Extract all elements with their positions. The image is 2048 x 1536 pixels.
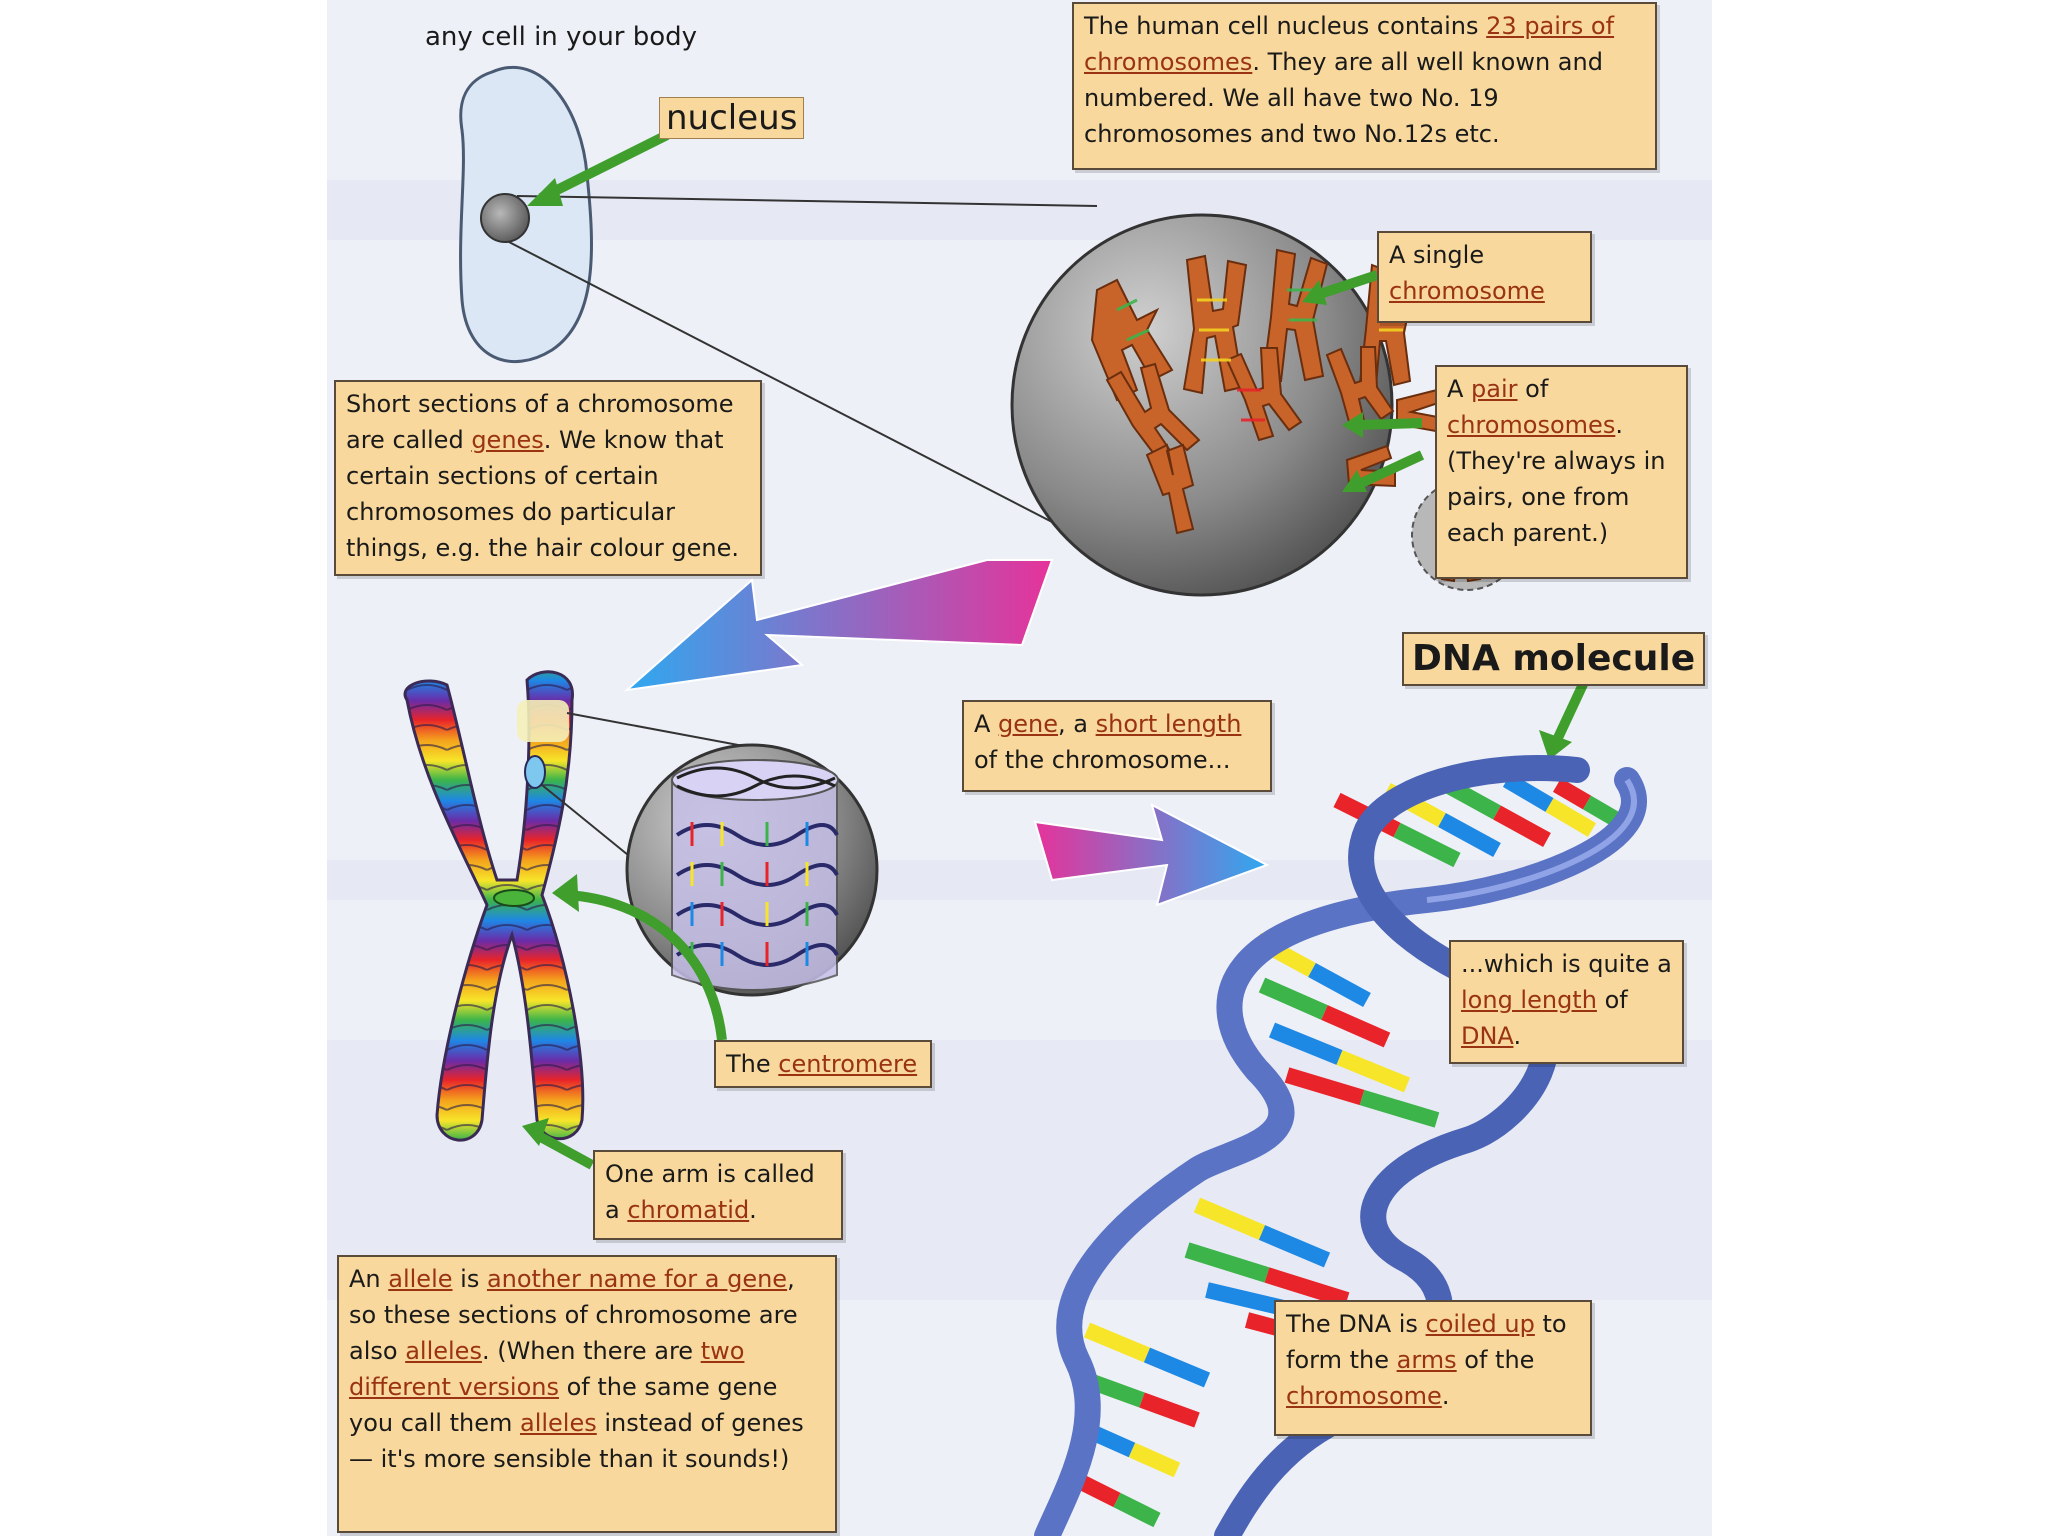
coiled-dna-box: The DNA is coiled up to form the arms of… xyxy=(1274,1300,1592,1436)
nucleus-pointer-arrow xyxy=(527,130,670,206)
centromere-box: The centromere xyxy=(714,1040,932,1088)
chromatid-box: One arm is called a chromatid. xyxy=(593,1150,843,1240)
base-pair-half xyxy=(1336,1050,1411,1093)
single-chromosome-box: A single chromosome xyxy=(1377,231,1592,323)
base-pair-half xyxy=(1438,812,1501,858)
long-dna-box: ...which is quite a long length of DNA. xyxy=(1449,940,1684,1064)
base-pair-half xyxy=(1128,1442,1181,1478)
base-pair-half xyxy=(1258,977,1328,1020)
base-pair-half xyxy=(1545,798,1597,837)
chromosome-pair-box: A pair of chromosomes. (They're always i… xyxy=(1435,365,1688,579)
base-pair-half xyxy=(1193,1197,1266,1240)
magnify-arrow-large xyxy=(623,559,1054,692)
chromatid-pointer xyxy=(522,1118,595,1170)
illustration xyxy=(327,65,1712,1536)
dna-molecule-label: DNA molecule xyxy=(1402,632,1706,686)
magnify-arrow-small xyxy=(1033,803,1270,907)
base-pair-half xyxy=(1139,1392,1200,1428)
base-pair-half xyxy=(1258,1225,1331,1268)
coiled-dna-cylinder xyxy=(671,759,839,991)
any-cell-label: any cell in your body xyxy=(425,22,698,52)
centromere-mark xyxy=(493,889,535,907)
centromere-pointer xyxy=(552,874,727,1041)
base-pair-half xyxy=(1552,778,1592,810)
base-pair-half xyxy=(1321,1005,1391,1048)
nucleus-info-box: The human cell nucleus contains 23 pairs… xyxy=(1072,2,1657,170)
cell-nucleus xyxy=(480,193,530,243)
base-pair-half xyxy=(1284,1067,1365,1106)
base-pair-half xyxy=(1493,805,1551,848)
nucleus-label: nucleus xyxy=(659,97,805,139)
base-pair-half xyxy=(1268,1022,1343,1065)
diagram-page: any cell in your body nucleus DNA molecu… xyxy=(327,0,1712,1536)
base-pair-half xyxy=(1359,1089,1440,1128)
base-pair-half xyxy=(1308,962,1371,1008)
base-pair-half xyxy=(1143,1347,1211,1388)
gene-short-length-box: A gene, a short length of the chromosome… xyxy=(962,700,1272,792)
base-pair-half xyxy=(1582,795,1622,827)
allele-box: An allele is another name for a gene, so… xyxy=(337,1255,837,1533)
pair-pointer-arrows xyxy=(1342,412,1425,492)
base-pair-half xyxy=(1502,773,1554,812)
base-pair-half xyxy=(1083,1322,1151,1363)
rainbow-chromosome xyxy=(403,670,585,1142)
base-pair-half xyxy=(1393,822,1461,868)
base-pair-half xyxy=(1184,1242,1270,1283)
genes-box: Short sections of a chromosome are calle… xyxy=(334,380,762,576)
base-pair-half xyxy=(1113,1492,1161,1528)
single-chromosome-pointer xyxy=(1302,270,1379,305)
base-pair-half xyxy=(1264,1267,1350,1308)
